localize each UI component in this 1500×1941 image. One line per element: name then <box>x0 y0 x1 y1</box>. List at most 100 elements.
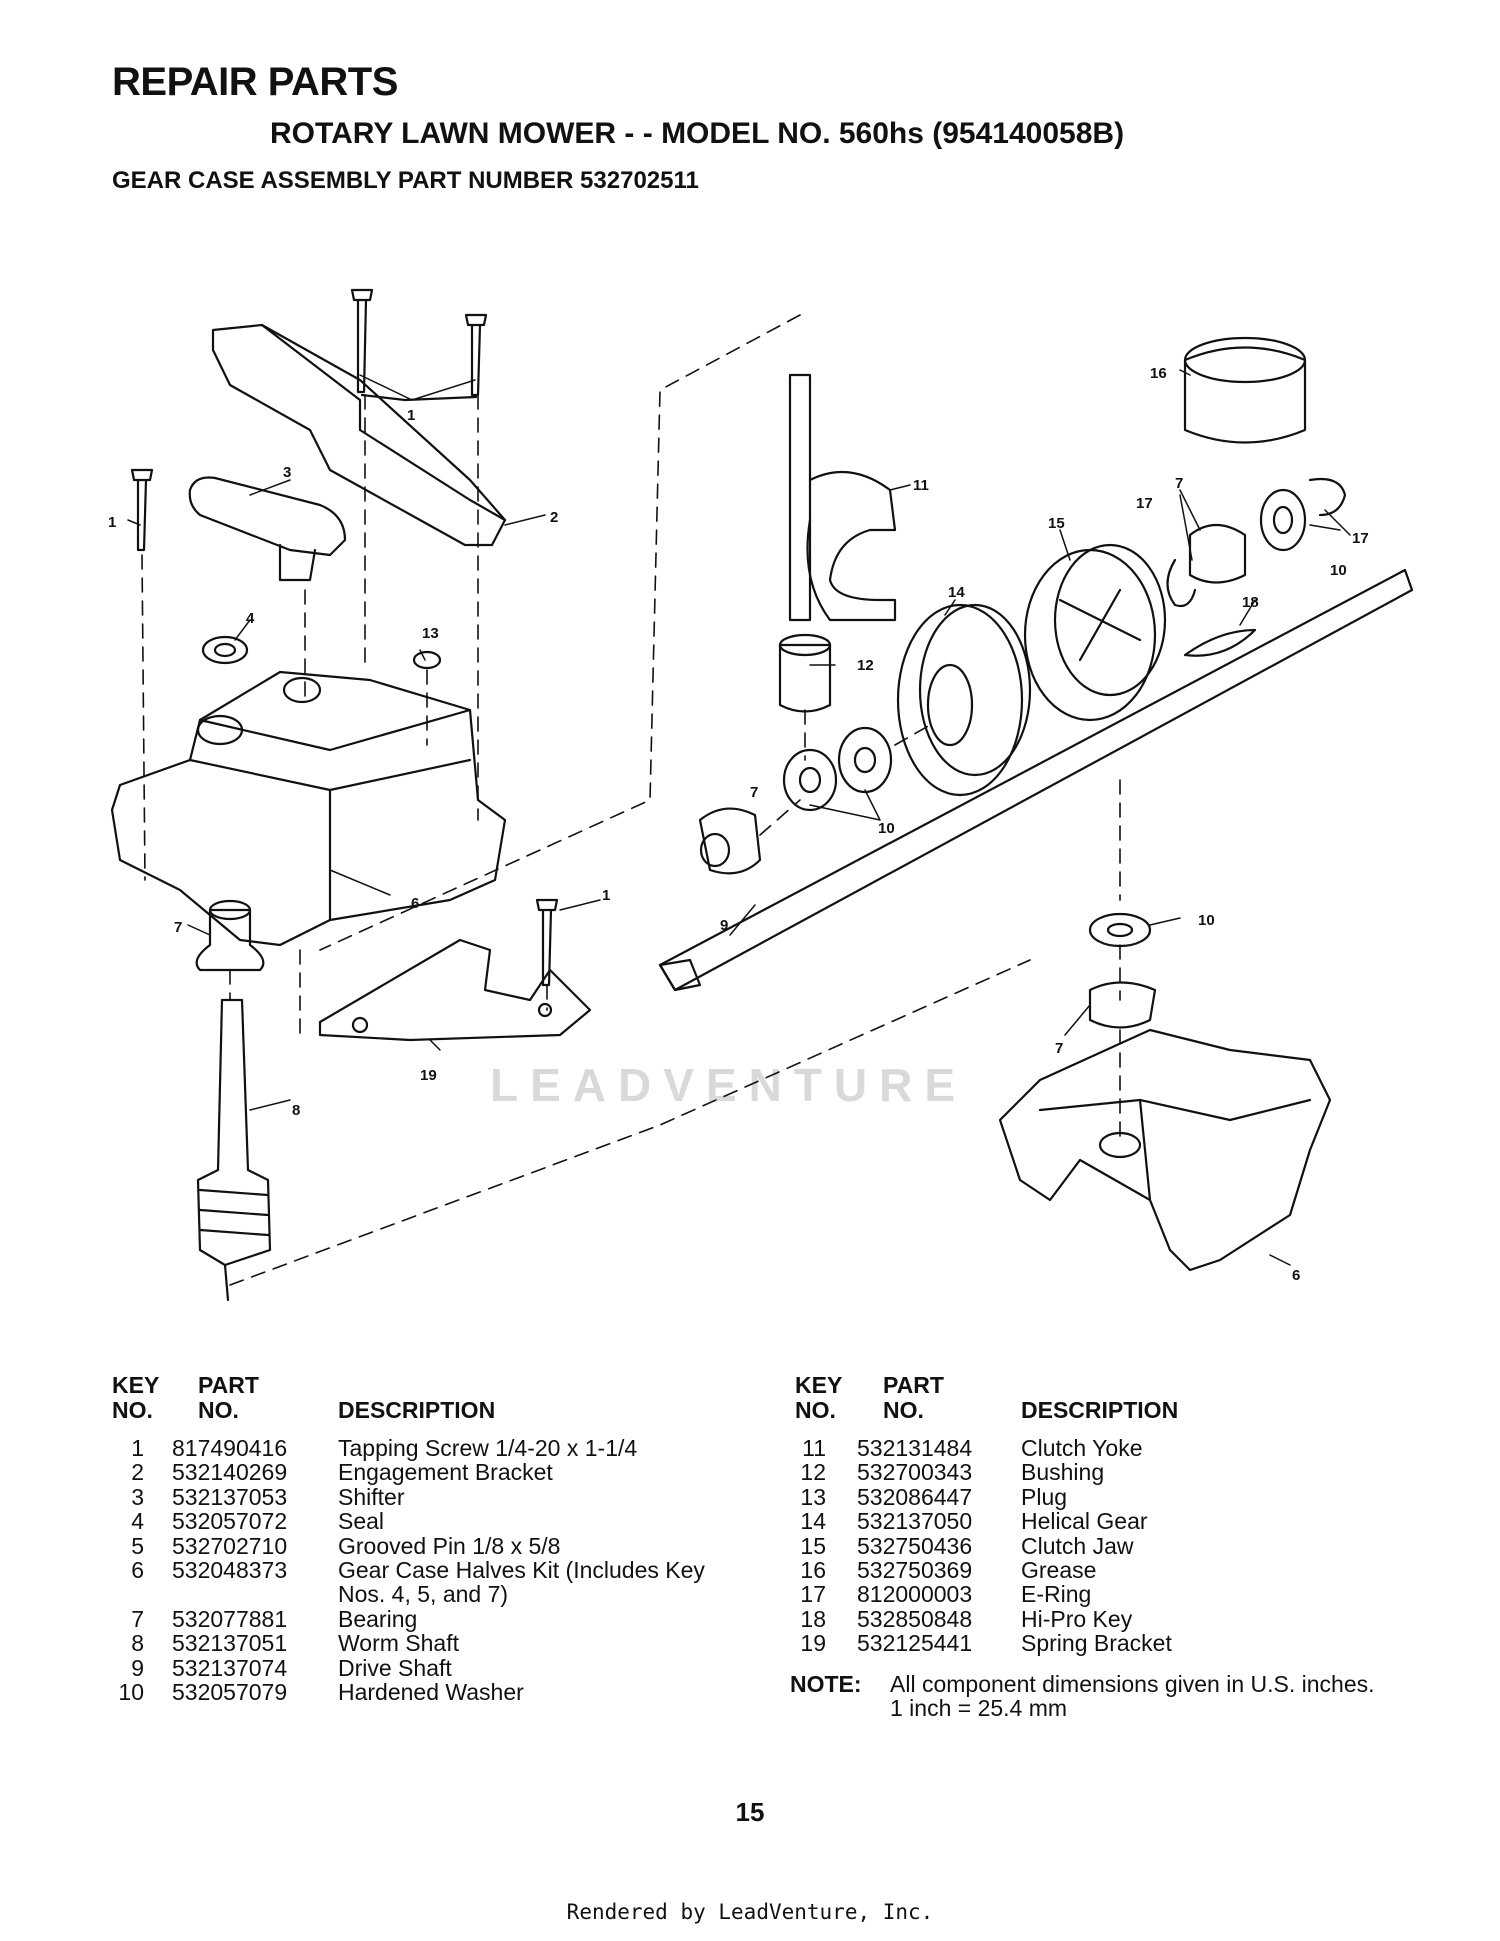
description: Clutch Yoke <box>1021 1435 1143 1461</box>
worm-shaft <box>196 998 272 1267</box>
part-no: 532137051 <box>172 1630 288 1657</box>
callout-16: 16 <box>1150 365 1167 382</box>
screw-top-2 <box>464 313 488 397</box>
key-no: 1 <box>131 1435 144 1461</box>
col-part-header: PART NO. <box>198 1373 259 1423</box>
callout-14: 14 <box>948 584 965 601</box>
header-key-no: NO. <box>112 1397 153 1423</box>
callout-13: 13 <box>422 625 439 642</box>
part-no: 532077881 <box>172 1605 288 1632</box>
part-no: 812000003 <box>857 1581 973 1608</box>
page-number: 15 <box>735 1797 765 1827</box>
col-part-header-right: PART NO. <box>883 1373 944 1423</box>
description: Grease <box>1021 1557 1097 1583</box>
callout-12: 12 <box>857 657 874 674</box>
callout-6-lower: 6 <box>1292 1267 1300 1284</box>
key-no: 2 <box>131 1459 144 1486</box>
callout-1-mid: 1 <box>602 887 610 904</box>
washer-right-top <box>1259 488 1307 552</box>
key-no: 16 <box>800 1557 826 1583</box>
clutch-jaw <box>1023 548 1157 722</box>
header-key-right: KEY <box>795 1372 843 1398</box>
part-no: 532850848 <box>857 1605 973 1632</box>
header-key: KEY <box>112 1372 160 1398</box>
callout-1-top: 1 <box>407 407 415 424</box>
description: Engagement Bracket <box>338 1459 553 1486</box>
e-ring-right <box>1308 477 1347 517</box>
callout-10-top: 10 <box>1330 562 1347 579</box>
description: Helical Gear <box>1021 1508 1148 1535</box>
bearing-left <box>195 908 265 972</box>
screw-left <box>130 468 154 552</box>
part-no: 532137074 <box>172 1654 288 1681</box>
drive-shaft <box>658 568 1414 992</box>
callout-2: 2 <box>550 509 558 526</box>
callout-7-mid: 7 <box>750 784 758 801</box>
part-no: 532137053 <box>172 1483 288 1510</box>
callout-7-bottom: 7 <box>1055 1040 1063 1057</box>
bearing-bottom <box>1088 981 1157 1029</box>
callout-3: 3 <box>283 464 291 481</box>
part-no: 532140269 <box>172 1459 288 1486</box>
helical-gear <box>896 603 1024 797</box>
description: Seal <box>338 1508 385 1535</box>
key-no: 4 <box>131 1508 144 1535</box>
hi-pro-key <box>1183 628 1257 657</box>
part-no: 532057079 <box>172 1679 288 1705</box>
plug <box>412 650 442 670</box>
header-part-no: NO. <box>198 1397 239 1423</box>
header-part-no-right: NO. <box>883 1397 924 1423</box>
key-no: 8 <box>131 1630 144 1657</box>
grease-can <box>1183 346 1307 444</box>
part-no: 532131484 <box>857 1435 973 1461</box>
key-no: 5 <box>131 1532 144 1559</box>
key-no: 11 <box>802 1435 826 1461</box>
description: Worm Shaft <box>338 1630 459 1657</box>
description: Grooved Pin 1/8 x 5/8 <box>338 1532 561 1559</box>
part-no: 532125441 <box>857 1630 973 1657</box>
page-title: REPAIR PARTS <box>112 60 398 104</box>
part-no: 532048373 <box>172 1557 288 1583</box>
gear-case-lower <box>998 1028 1332 1272</box>
callout-10-mid: 10 <box>878 820 895 837</box>
seal <box>201 635 249 665</box>
key-no: 19 <box>800 1630 826 1657</box>
part-no: 532086447 <box>857 1483 973 1510</box>
key-no: 3 <box>131 1483 144 1510</box>
description: Clutch Jaw <box>1021 1532 1134 1559</box>
bearing-right-top <box>1188 523 1247 584</box>
description: Bearing <box>338 1605 418 1632</box>
part-no: 532702710 <box>172 1532 288 1559</box>
part-no: 532700343 <box>857 1459 973 1486</box>
description-continued: Nos. 4, 5, and 7) <box>338 1581 509 1608</box>
key-no: 9 <box>131 1654 144 1681</box>
part-no: 532750369 <box>857 1557 973 1583</box>
header-key-no-right: NO. <box>795 1397 836 1423</box>
callout-18: 18 <box>1242 594 1259 611</box>
key-no: 14 <box>800 1508 826 1535</box>
key-no: 18 <box>800 1605 826 1632</box>
col-desc-header-right: DESCRIPTION <box>1021 1397 1179 1423</box>
e-ring-left <box>1166 558 1197 608</box>
description: Hardened Washer <box>338 1679 524 1705</box>
callout-1-left: 1 <box>108 514 116 531</box>
part-no: 532750436 <box>857 1532 973 1559</box>
description: Plug <box>1021 1483 1068 1510</box>
note-line-2: 1 inch = 25.4 mm <box>890 1695 1068 1721</box>
part-no: 532057072 <box>172 1508 288 1535</box>
header-part: PART <box>198 1372 259 1398</box>
key-no: 13 <box>800 1483 826 1510</box>
callout-8: 8 <box>292 1102 300 1119</box>
note-label: NOTE: <box>790 1671 862 1697</box>
callout-7-left: 7 <box>174 919 182 936</box>
col-key-header-right: KEY NO. <box>795 1373 842 1423</box>
callout-4: 4 <box>246 610 255 627</box>
key-no: 6 <box>131 1557 144 1583</box>
description: Bushing <box>1021 1459 1105 1486</box>
washer-10a <box>782 748 838 812</box>
washer-10b <box>837 726 893 794</box>
key-no: 12 <box>800 1459 826 1486</box>
header-part-right: PART <box>883 1372 944 1398</box>
callout-15: 15 <box>1048 515 1065 532</box>
